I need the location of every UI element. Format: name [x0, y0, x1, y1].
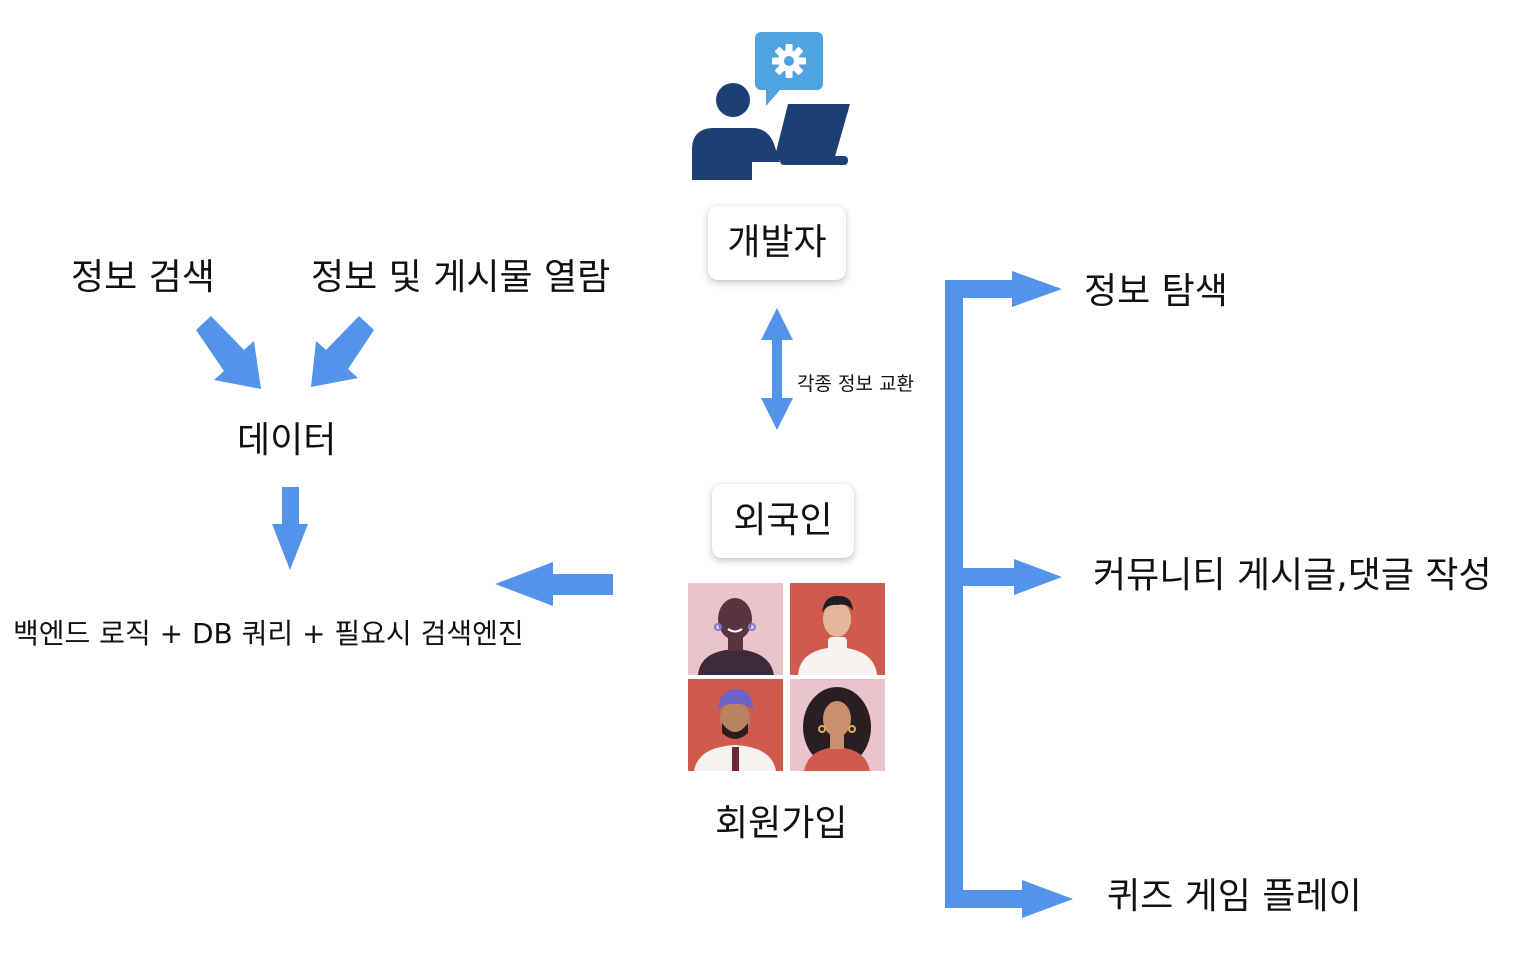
portrait-3: [688, 679, 783, 771]
exchange-label: 각종 정보 교환: [797, 373, 914, 395]
info-search-label: 정보 검색: [71, 257, 215, 298]
backend-label: 백엔드 로직 + DB 쿼리 + 필요시 검색엔진: [13, 617, 524, 650]
portrait-1: [688, 583, 783, 675]
developer-icon: [692, 32, 850, 180]
arrow-data-to-backend: [272, 487, 308, 570]
info-view-label: 정보 및 게시물 열람: [311, 257, 611, 298]
portrait-2: [790, 583, 885, 675]
portrait-4: [790, 679, 885, 771]
signup-label: 회원가입: [715, 803, 848, 844]
developer-card: 개발자: [708, 206, 846, 280]
feature-community: 커뮤니티 게시글,댓글 작성: [1093, 555, 1492, 596]
arrow-exchange: [761, 308, 793, 430]
foreigner-card: 외국인: [712, 484, 854, 558]
arrow-info-search-to-data: [196, 316, 261, 389]
feature-bracket: [945, 271, 1073, 918]
foreigner-portraits: [688, 583, 886, 771]
feature-explore: 정보 탐색: [1084, 271, 1228, 312]
feature-quiz: 퀴즈 게임 플레이: [1107, 876, 1362, 917]
data-label: 데이터: [237, 420, 337, 461]
arrow-foreigner-to-backend: [495, 562, 613, 606]
arrow-info-view-to-data: [311, 316, 374, 387]
